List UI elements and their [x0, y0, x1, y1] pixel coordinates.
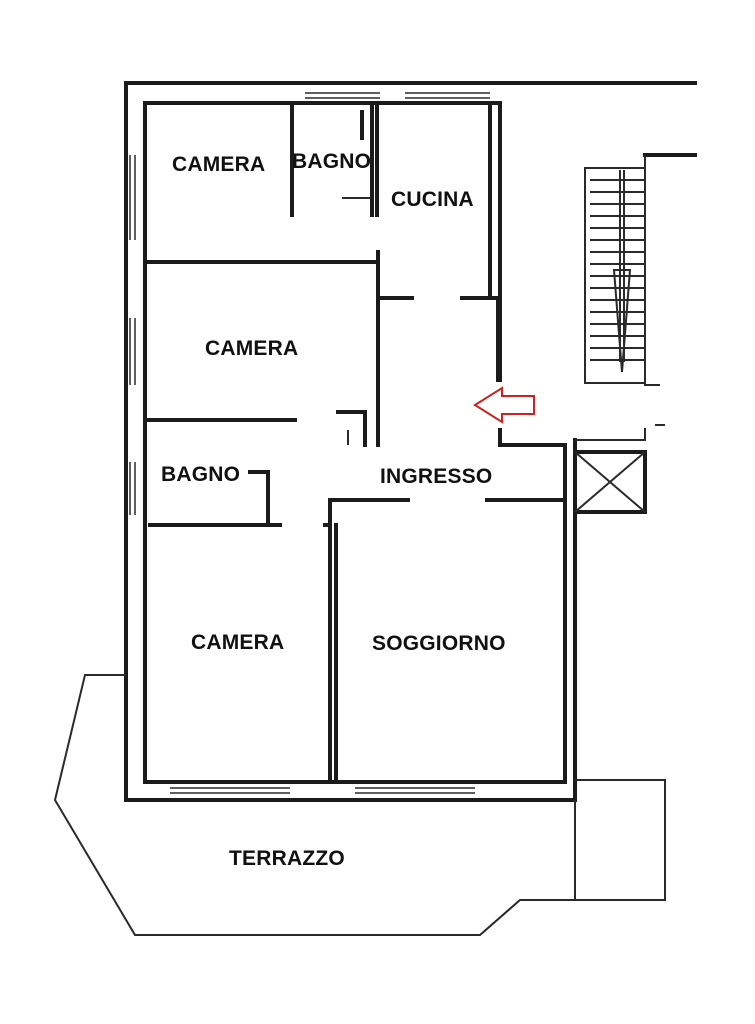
terrace-outline — [53, 674, 666, 936]
room-label-ingresso: INGRESSO — [380, 465, 493, 488]
interior-walls — [143, 101, 567, 784]
room-label-camera-top: CAMERA — [172, 153, 266, 176]
room-label-camera-mid: CAMERA — [205, 337, 299, 360]
room-label-soggiorno: SOGGIORNO — [372, 632, 506, 655]
windows — [129, 92, 490, 794]
arrow-down-icon — [612, 170, 632, 373]
room-label-bagno-top: BAGNO — [292, 150, 372, 173]
room-label-camera-bottom: CAMERA — [191, 631, 285, 654]
arrow-left-icon — [473, 386, 535, 424]
room-label-bagno-mid: BAGNO — [161, 463, 241, 486]
elevator-shaft-icon — [573, 424, 665, 514]
room-label-cucina: CUCINA — [391, 188, 474, 211]
staircase — [584, 153, 697, 386]
room-label-terrazzo: TERRAZZO — [229, 847, 345, 870]
